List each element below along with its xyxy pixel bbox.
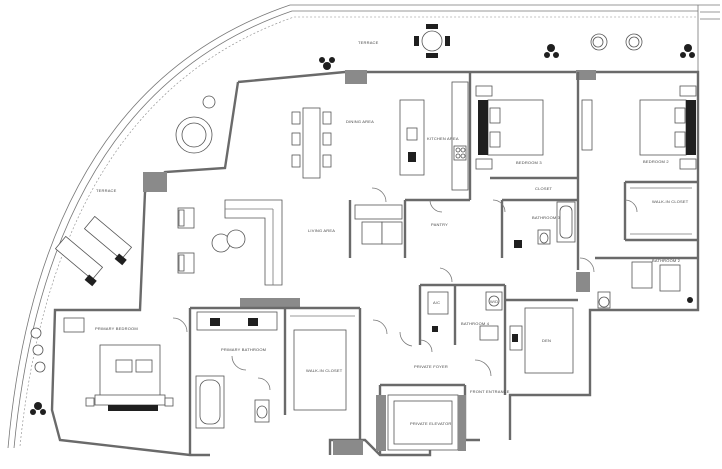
pantry-units (354, 204, 403, 245)
room-labels: TERRACE TERRACE DINING AREA KITCHEN AREA… (95, 40, 689, 426)
label-terrace-left: TERRACE (96, 188, 117, 193)
label-kitchen-area: KITCHEN AREA (427, 136, 459, 141)
den-desk (509, 307, 574, 374)
bathroom-3-fixtures (514, 201, 576, 248)
kitchen-counter (451, 81, 469, 191)
terrace-lounge-chairs (590, 33, 643, 51)
label-walk-in-closet-2: WALK-IN CLOSET (652, 199, 689, 204)
label-terrace-top: TERRACE (358, 40, 379, 45)
terrace-loungers (54, 215, 133, 287)
utility-units (427, 291, 503, 341)
corner-marks (700, 4, 720, 20)
label-primary-bedroom: PRIMARY BEDROOM (95, 326, 138, 331)
bed-primary-bedroom (63, 317, 174, 411)
label-front-entrance: FRONT ENTRANCE (470, 389, 510, 394)
label-wd: W/D (490, 299, 498, 304)
terrace-round-lounge (175, 95, 216, 154)
label-ac: A/C (433, 300, 440, 305)
label-dining-area: DINING AREA (346, 119, 374, 124)
walk-in-closet-2-shelves (630, 187, 692, 235)
interior-walls (188, 72, 698, 455)
label-bathroom-2: BATHROOM 2 (652, 258, 681, 263)
plant-icon (30, 44, 695, 415)
label-bathroom-3: BATHROOM 3 (532, 215, 561, 220)
kitchen-island (399, 99, 425, 176)
armchairs (177, 207, 195, 274)
terrace-side-stools (30, 327, 46, 373)
label-closet: CLOSET (535, 186, 553, 191)
primary-closet-shelves (290, 315, 355, 411)
label-private-elevator: PRIVATE ELEVATOR (410, 421, 452, 426)
primary-bathroom-fixtures (195, 311, 278, 429)
column (576, 70, 596, 80)
column (576, 272, 590, 292)
sofa (224, 199, 283, 286)
column (143, 172, 167, 192)
terrace-outer-edge (7, 4, 700, 449)
coffee-table (211, 229, 246, 253)
column (240, 298, 300, 308)
column (345, 70, 367, 84)
label-bathroom-4: BATHROOM 4 (461, 321, 490, 326)
column (333, 440, 363, 455)
label-bedroom-2: BEDROOM 2 (643, 159, 669, 164)
bed-bedroom-2 (581, 85, 697, 170)
label-walk-in-closet-primary: WALK-IN CLOSET (306, 368, 343, 373)
label-pantry: PANTRY (431, 222, 448, 227)
terrace-dining-set (414, 24, 450, 58)
private-elevator (376, 394, 466, 451)
label-private-foyer: PRIVATE FOYER (414, 364, 448, 369)
terrace-inner-edge (13, 10, 698, 449)
bed-bedroom-3 (475, 85, 544, 170)
door-swings (172, 187, 638, 391)
label-living-area: LIVING AREA (308, 228, 335, 233)
dining-table (291, 107, 332, 179)
bathroom-2-fixtures (597, 261, 693, 309)
label-den: DEN (542, 338, 551, 343)
label-bedroom-3: BEDROOM 3 (516, 160, 542, 165)
label-primary-bathroom: PRIMARY BATHROOM (221, 347, 266, 352)
